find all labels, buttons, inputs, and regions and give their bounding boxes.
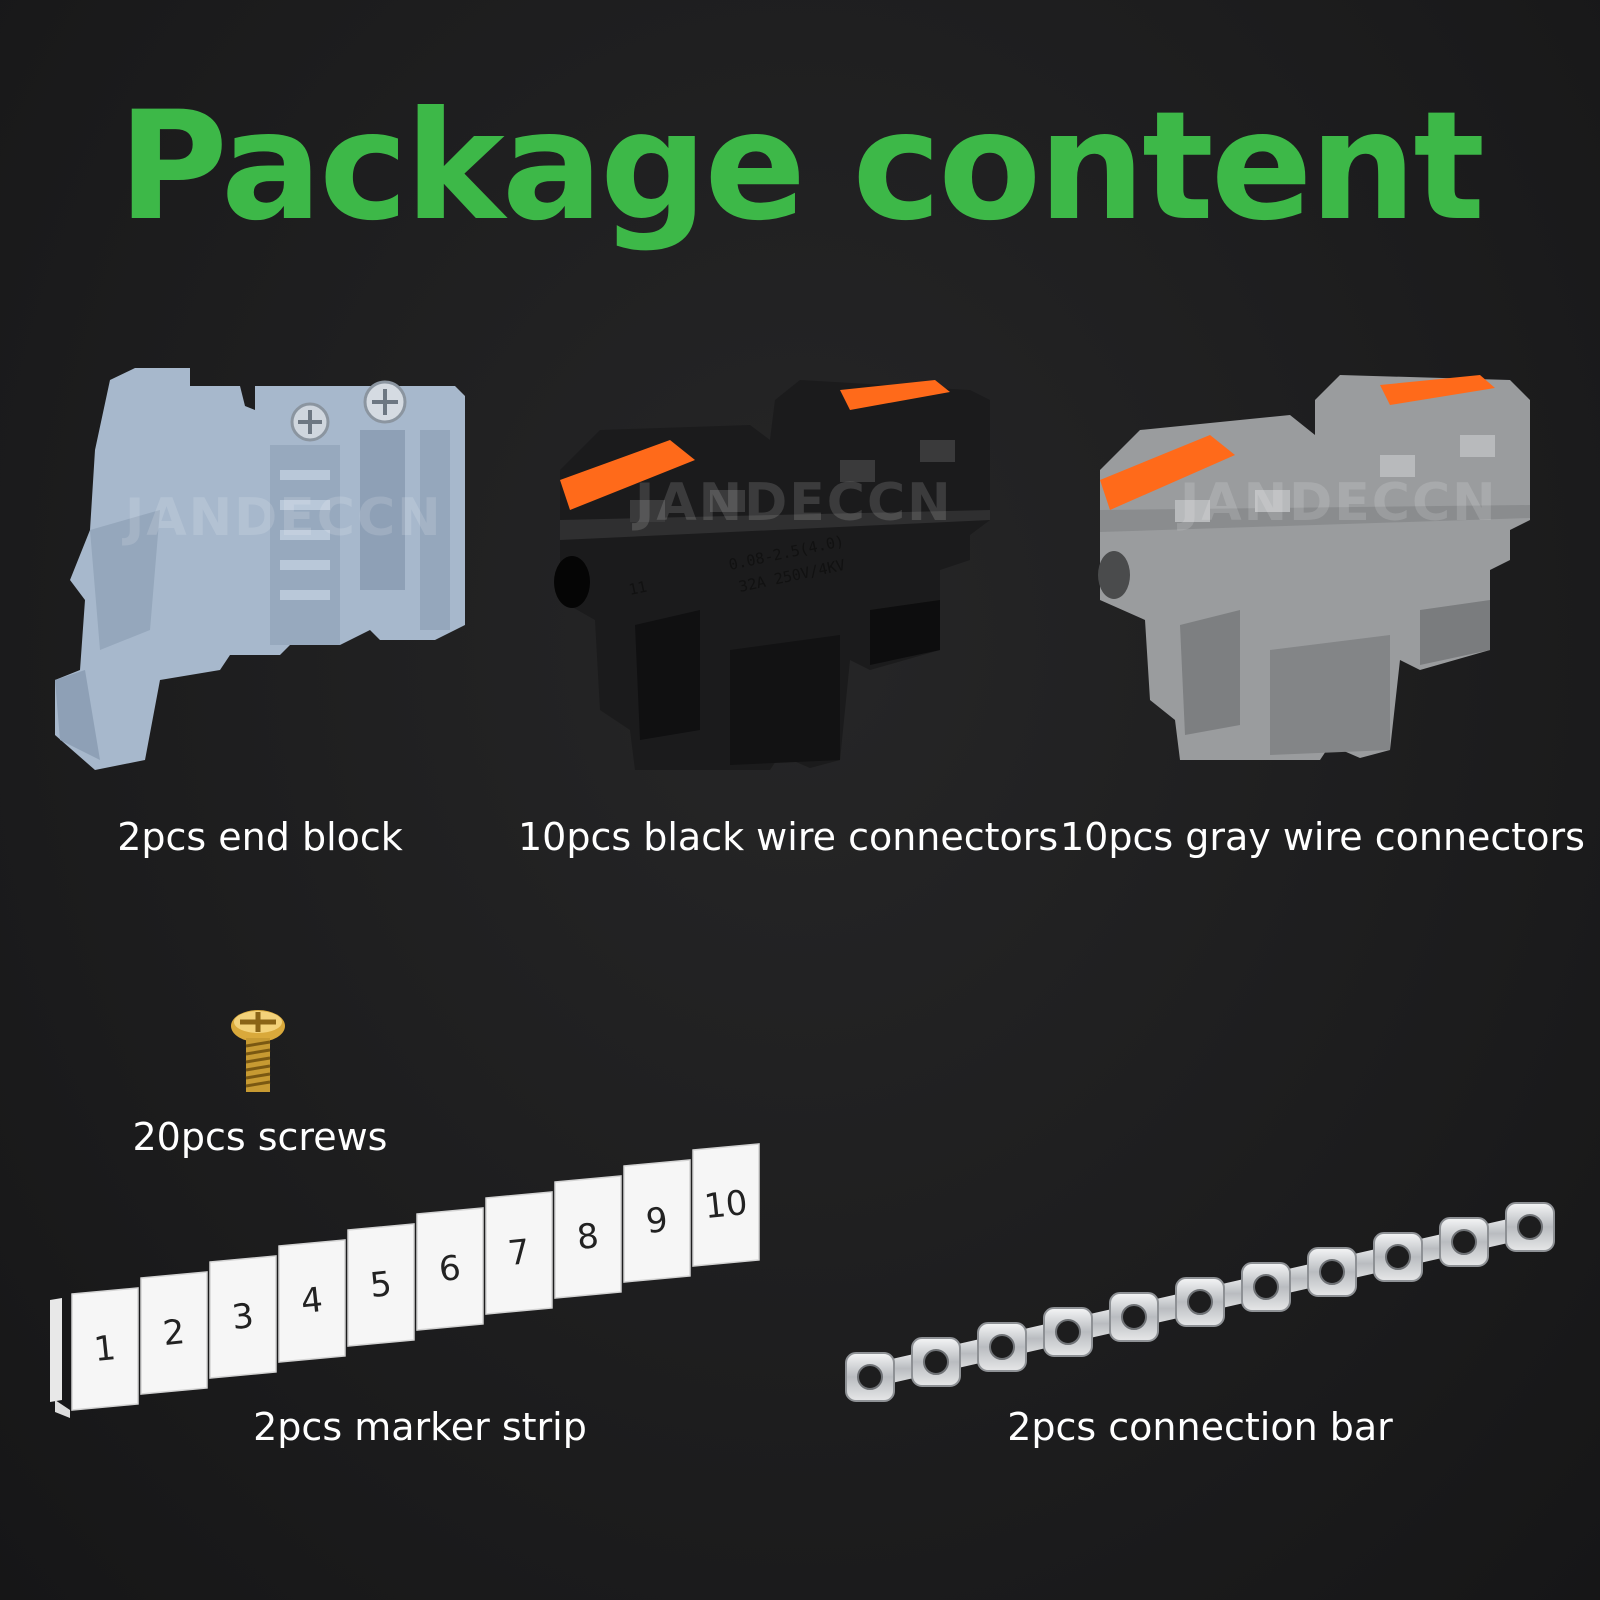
marker-tag: 10 — [692, 1143, 760, 1267]
watermark-text: JANDECCN — [632, 473, 953, 533]
marker-tag-number: 2 — [161, 1312, 187, 1354]
marker-tag: 4 — [278, 1239, 346, 1363]
watermark-text: JANDECCN — [1177, 473, 1498, 533]
marker-tag-number: 6 — [437, 1248, 463, 1290]
marker-tag: 7 — [485, 1191, 553, 1315]
marker-strip-icon: 1 2 3 4 5 6 7 8 9 10 — [50, 1143, 760, 1418]
screw-icon — [231, 1010, 285, 1092]
caption-screws: 20pcs screws — [132, 1115, 388, 1159]
marker-tag-number: 4 — [299, 1280, 325, 1322]
caption-connection-bar: 2pcs connection bar — [1007, 1405, 1393, 1449]
caption-end-block: 2pcs end block — [117, 815, 403, 859]
black-connector-icon: 0.08-2.5(4.0) 32A 250V/4KV 11 JANDECCN — [554, 380, 990, 770]
marker-tag-number: 1 — [92, 1328, 118, 1370]
gray-connector-icon: JANDECCN — [1098, 375, 1530, 760]
marker-tag-number: 9 — [644, 1200, 670, 1242]
marker-tag-number: 8 — [575, 1216, 601, 1258]
marker-tag: 3 — [209, 1255, 277, 1379]
caption-marker-strip: 2pcs marker strip — [253, 1405, 587, 1449]
marker-tag: 9 — [623, 1159, 691, 1283]
end-block-icon: JANDECCN — [55, 368, 465, 770]
caption-black-connectors: 10pcs black wire connectors — [518, 815, 1059, 859]
marker-tag-number: 7 — [506, 1232, 532, 1274]
marker-tag: 8 — [554, 1175, 622, 1299]
connector-mark: 11 — [627, 578, 648, 599]
watermark-text: JANDECCN — [122, 488, 443, 548]
bar-link — [1505, 1202, 1555, 1252]
page-title: Package content — [117, 80, 1485, 254]
marker-tag: 2 — [140, 1271, 208, 1395]
marker-tag: 5 — [347, 1223, 415, 1347]
marker-tag-number: 10 — [702, 1183, 749, 1227]
marker-tag-number: 3 — [230, 1296, 256, 1338]
caption-gray-connectors: 10pcs gray wire connectors — [1060, 815, 1585, 859]
marker-tag-number: 5 — [368, 1264, 394, 1306]
marker-tag: 6 — [416, 1207, 484, 1331]
marker-tag: 1 — [71, 1287, 139, 1411]
connection-bar-icon — [845, 1202, 1555, 1402]
